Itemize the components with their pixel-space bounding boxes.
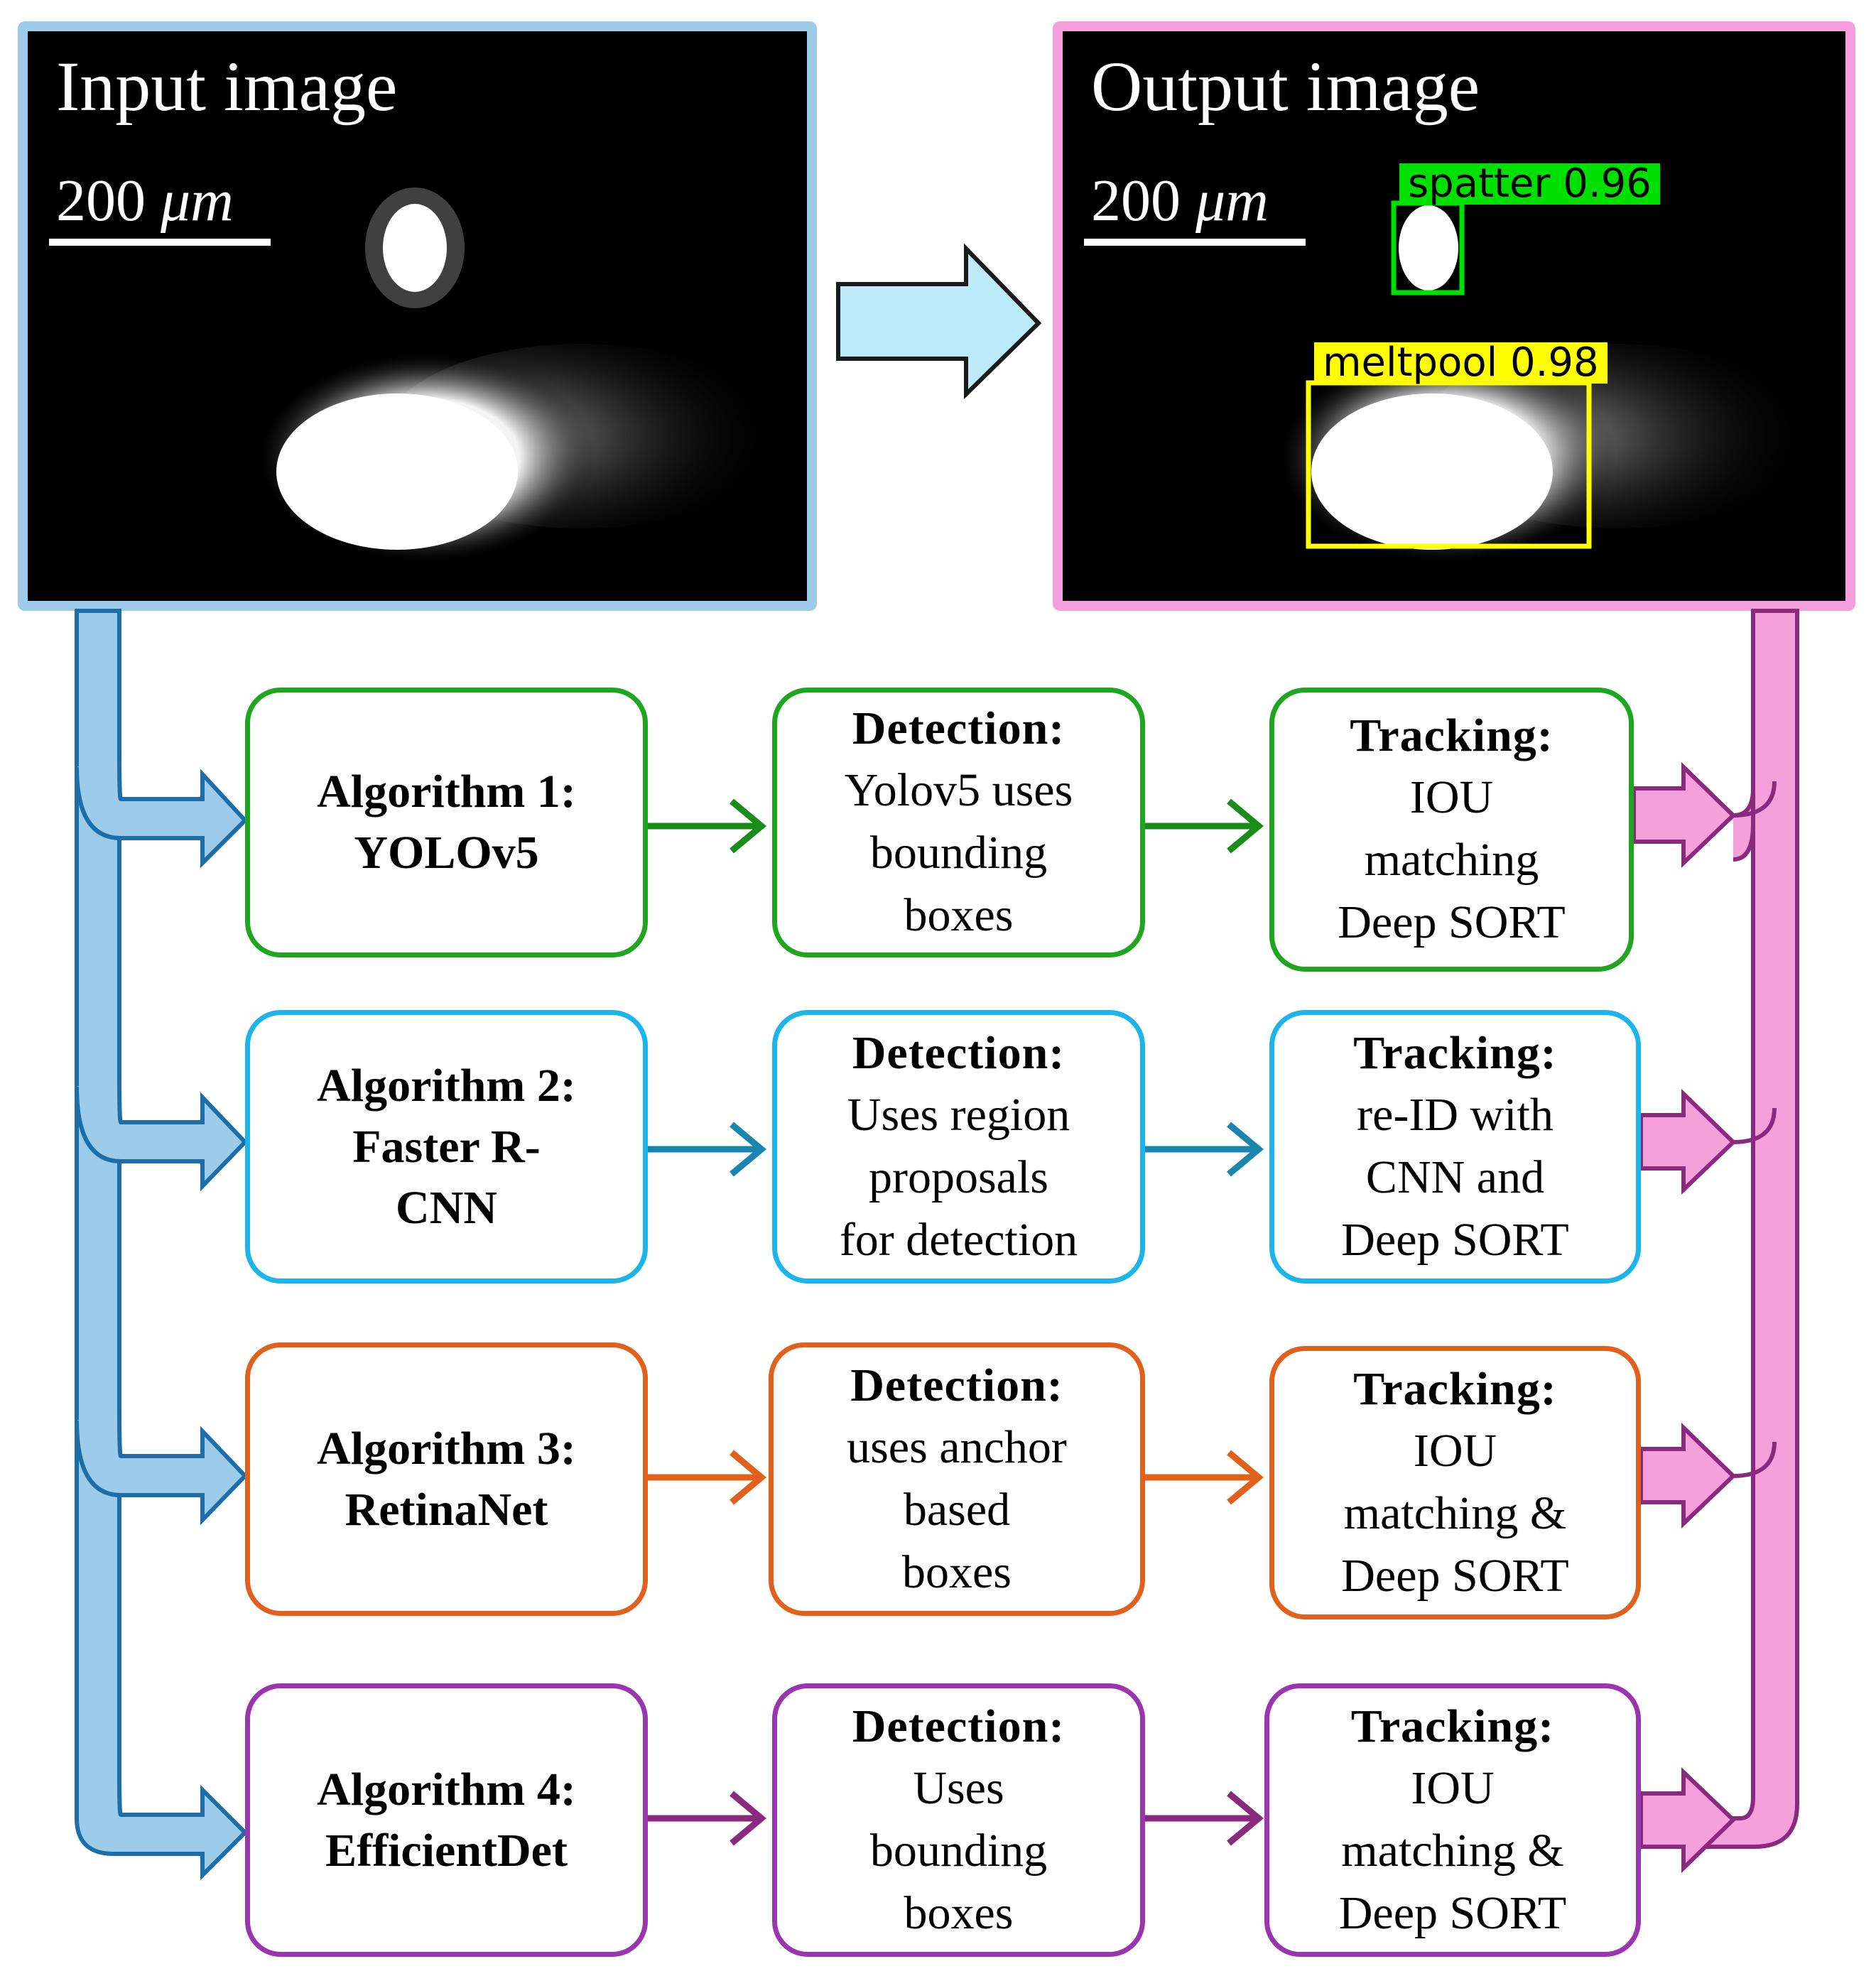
tracking-heading: Tracking: [1353, 1362, 1557, 1415]
input-panel-title: Input image [56, 47, 398, 126]
scale-label: 200 μm [56, 168, 234, 234]
output-panel-title: Output image [1091, 47, 1480, 126]
detection-2-box: Detection: Uses region proposals for det… [772, 1010, 1145, 1283]
algorithm-2-box: Algorithm 2: Faster R- CNN [245, 1010, 648, 1283]
algorithm-2-model-line-1: Faster R- [352, 1120, 541, 1173]
detection-3-line-1: uses anchor [847, 1421, 1067, 1473]
input-microscopy-image [255, 188, 781, 564]
tracking-2-box: Tracking: re-ID with CNN and Deep SORT [1269, 1010, 1641, 1283]
detection-1-line-1: Yolov5 uses [844, 764, 1073, 816]
tracking-1-line-2: matching [1364, 834, 1539, 886]
algorithm-1-model: YOLOv5 [354, 827, 539, 879]
algorithm-3-box: Algorithm 3: RetinaNet [245, 1342, 648, 1616]
tracking-2-line-3: Deep SORT [1341, 1213, 1569, 1266]
tracking-1-box: Tracking: IOU matching Deep SORT [1269, 688, 1634, 972]
tracking-3-line-1: IOU [1413, 1424, 1497, 1477]
input-image-panel: Input image 200 μm [18, 21, 817, 611]
algorithm-1-name: Algorithm 1: [317, 766, 576, 818]
tracking-heading: Tracking: [1353, 1026, 1557, 1079]
output-image-panel: Output image 200 μm spatter 0.96 meltpoo… [1053, 21, 1855, 611]
tracking-4-line-3: Deep SORT [1338, 1887, 1567, 1939]
algorithm-4-model: EfficientDet [325, 1824, 568, 1877]
tracking-1-line-1: IOU [1409, 771, 1494, 823]
tracking-4-line-1: IOU [1411, 1761, 1495, 1814]
tracking-2-line-1: re-ID with [1357, 1088, 1554, 1141]
algorithm-1-box: Algorithm 1: YOLOv5 [245, 688, 648, 957]
tracking-3-box: Tracking: IOU matching & Deep SORT [1269, 1346, 1641, 1619]
detection-heading: Detection: [852, 702, 1066, 754]
scale-label: 200 μm [1091, 168, 1269, 234]
detection-2-line-2: proposals [869, 1151, 1048, 1203]
output-microscopy-image [1276, 200, 1816, 564]
spatter-detection-label: spatter 0.96 [1399, 163, 1660, 205]
tracking-heading: Tracking: [1350, 710, 1554, 761]
detection-3-line-2: based [903, 1483, 1011, 1536]
algorithm-4-name: Algorithm 4: [317, 1763, 576, 1815]
tracking-2-line-2: CNN and [1365, 1151, 1545, 1203]
tracking-1-line-3: Deep SORT [1338, 896, 1566, 948]
tracking-4-line-2: matching & [1341, 1824, 1564, 1877]
algorithm-2-model-line-2: CNN [396, 1181, 497, 1234]
detection-1-box: Detection: Yolov5 uses bounding boxes [772, 688, 1145, 957]
tracking-3-line-3: Deep SORT [1341, 1549, 1569, 1602]
tracking-heading: Tracking: [1350, 1700, 1555, 1752]
algorithm-3-name: Algorithm 3: [317, 1422, 576, 1475]
detection-1-line-3: boxes [904, 889, 1014, 941]
detection-4-box: Detection: Uses bounding boxes [772, 1683, 1145, 1957]
detection-heading: Detection: [852, 1700, 1066, 1752]
detection-3-box: Detection: uses anchor based boxes [769, 1342, 1145, 1616]
meltpool-detection-label: meltpool 0.98 [1314, 342, 1607, 384]
algorithm-3-model: RetinaNet [345, 1483, 548, 1536]
detection-heading: Detection: [850, 1359, 1063, 1411]
scale-bar [1084, 239, 1306, 246]
detection-4-line-3: boxes [904, 1887, 1014, 1939]
detection-heading: Detection: [852, 1026, 1066, 1079]
scale-bar [49, 239, 271, 246]
algorithm-4-box: Algorithm 4: EfficientDet [245, 1683, 648, 1957]
detection-3-line-3: boxes [902, 1546, 1012, 1598]
algorithm-2-name: Algorithm 2: [317, 1059, 576, 1112]
detection-2-line-3: for detection [839, 1213, 1078, 1266]
tracking-3-line-2: matching & [1343, 1487, 1567, 1539]
detection-2-line-1: Uses region [847, 1088, 1070, 1141]
detection-4-line-1: Uses [913, 1761, 1004, 1814]
detection-4-line-2: bounding [869, 1824, 1048, 1877]
tracking-4-box: Tracking: IOU matching & Deep SORT [1264, 1683, 1641, 1957]
blue-trunk [75, 609, 208, 1849]
detection-1-line-2: bounding [869, 827, 1048, 879]
